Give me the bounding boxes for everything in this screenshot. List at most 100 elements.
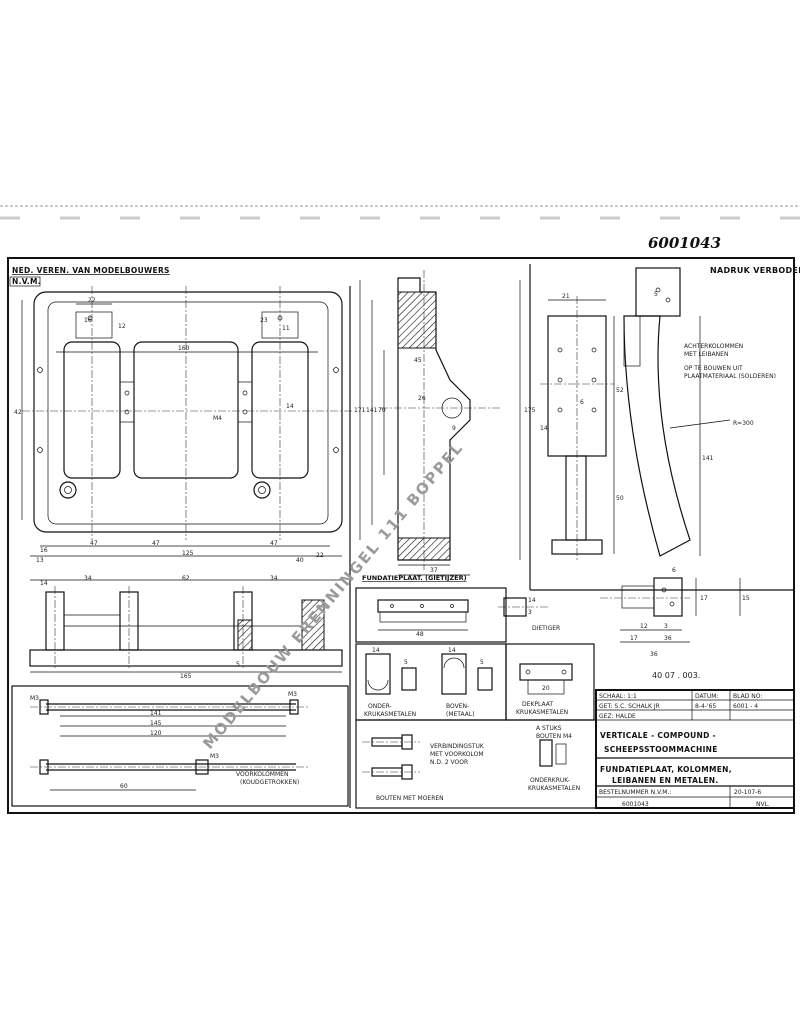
copyright-notice: NADRUK VERBODEN. [710,266,800,275]
watermark: MODELBOUW ERENNINGEL 111 BOPPEL [199,438,467,752]
svg-text:15: 15 [742,595,750,602]
svg-text:8-4-'65: 8-4-'65 [695,703,716,710]
label-dietiger: DIETIGER [532,625,560,632]
svg-text:6: 6 [580,399,584,406]
bolts-detail [362,734,567,780]
bearing-shells-detail [365,653,573,695]
svg-text:42: 42 [14,409,22,416]
svg-text:14: 14 [286,403,294,410]
svg-text:47: 47 [90,540,98,547]
foundation-plate-dims: 22 16 12 160 42 M4 14 23 11 16 47 47 47 … [14,297,324,564]
svg-text:50: 50 [616,495,624,502]
header-left: NED. VEREN. VAN MODELBOUWERS [12,266,170,275]
svg-text:36: 36 [664,635,672,642]
svg-text:M3: M3 [288,691,297,698]
svg-text:17: 17 [700,595,708,602]
svg-text:16: 16 [40,547,48,554]
svg-text:52: 52 [616,387,624,394]
header-left-sub: N.V.M. [12,277,41,286]
svg-text:5: 5 [654,291,658,298]
svg-text:141: 141 [150,710,162,717]
svg-text:22: 22 [316,552,324,559]
svg-text:VERBINDINGSTUK: VERBINDINGSTUK [430,743,485,750]
title-sub-1: FUNDATIEPLAAT, KOLOMMEN, [600,765,732,774]
svg-text:GEZ: HALDE: GEZ: HALDE [599,713,636,720]
svg-text:ACHTERKOLOMMEN: ACHTERKOLOMMEN [684,343,743,350]
svg-text:14: 14 [40,580,48,587]
svg-text:GET: S.C. SCHALK JR: GET: S.C. SCHALK JR [599,703,660,710]
svg-text:165: 165 [180,673,192,680]
svg-text:45: 45 [414,357,422,364]
column-notes: ACHTERKOLOMMEN MET LEIBANEN OP TE BOUWEN… [684,343,776,380]
foundation-plate-section-view [359,270,521,576]
column-view [540,267,731,560]
svg-text:M4: M4 [213,415,222,422]
scan-marks [0,205,800,220]
svg-text:5: 5 [404,659,408,666]
svg-text:(KOUDGETROKKEN): (KOUDGETROKKEN) [240,779,299,786]
svg-text:SCHAAL: 1:1: SCHAAL: 1:1 [599,693,637,700]
svg-text:KRUKASMETALEN: KRUKASMETALEN [528,785,580,792]
svg-text:23: 23 [260,317,268,324]
svg-text:N.D. 2 VOOR: N.D. 2 VOOR [430,759,468,766]
svg-text:22: 22 [88,297,96,304]
svg-text:47: 47 [270,540,278,547]
front-view-dims: 14 34 62 34 5 165 [40,575,278,680]
svg-text:171: 171 [354,407,366,414]
svg-text:40: 40 [296,557,304,564]
svg-text:47: 47 [152,540,160,547]
svg-text:(METAAL): (METAAL) [446,711,475,718]
handwritten-drawing-number: 6001043 [648,234,721,252]
svg-text:48: 48 [416,631,424,638]
foundation-plate-front-view [29,579,343,673]
svg-text:141: 141 [702,455,714,462]
svg-text:NVL.: NVL. [756,801,770,808]
svg-text:34: 34 [84,575,92,582]
svg-text:37: 37 [430,567,438,574]
svg-text:M3: M3 [30,695,39,702]
svg-text:12: 12 [640,623,648,630]
svg-text:R=300: R=300 [733,420,754,427]
svg-text:16: 16 [84,317,92,324]
svg-text:120: 120 [150,730,162,737]
svg-text:17: 17 [630,635,638,642]
svg-text:DATUM:: DATUM: [695,693,718,700]
svg-text:6001043: 6001043 [622,801,649,808]
svg-text:14: 14 [528,597,536,604]
svg-text:KRUKASMETALEN: KRUKASMETALEN [364,711,416,718]
svg-text:36: 36 [650,651,658,658]
ref-code: 40 07 . 003. [652,671,700,680]
svg-text:M3: M3 [210,753,219,760]
front-columns-dims: 141 145 120 60 M3 M3 M3 VOORKOLOMMEN (KO… [30,691,299,790]
svg-text:BESTELNUMMER N.V.M.:: BESTELNUMMER N.V.M.: [599,789,671,796]
svg-text:145: 145 [150,720,162,727]
label-fundatieplaat: FUNDATIEPLAAT. (GIETIJZER) [362,574,467,582]
svg-text:9: 9 [452,425,456,432]
title-block-text: SCHAAL: 1:1 DATUM: BLAD NO: GET: S.C. SC… [599,693,770,808]
svg-text:34: 34 [270,575,278,582]
svg-text:DEKPLAAT: DEKPLAAT [522,701,553,708]
svg-text:BOUTEN M4: BOUTEN M4 [536,733,572,740]
svg-text:125: 125 [182,550,194,557]
bracket-detail [600,577,741,643]
svg-text:ONDERKRUK-: ONDERKRUK- [530,777,570,784]
svg-text:BLAD NO:: BLAD NO: [733,693,762,700]
svg-text:11: 11 [282,325,290,332]
svg-text:KRUKASMETALEN: KRUKASMETALEN [516,709,568,716]
front-columns-view [11,685,349,807]
svg-text:13: 13 [36,557,44,564]
svg-text:OP TE BOUWEN UIT: OP TE BOUWEN UIT [684,365,743,372]
svg-text:20: 20 [542,685,550,692]
svg-text:3: 3 [528,609,532,616]
svg-text:MET VOORKOLOM: MET VOORKOLOM [430,751,484,758]
svg-text:5: 5 [236,661,240,668]
title-main-1: VERTICALE - COMPOUND - [600,731,716,740]
svg-text:3: 3 [664,623,668,630]
foundation-plate-top-view [21,286,352,557]
svg-text:BOVEN-: BOVEN- [446,703,469,710]
svg-text:70: 70 [378,407,386,414]
svg-text:141: 141 [366,407,378,414]
detail-panels [355,587,597,809]
svg-text:26: 26 [418,395,426,402]
